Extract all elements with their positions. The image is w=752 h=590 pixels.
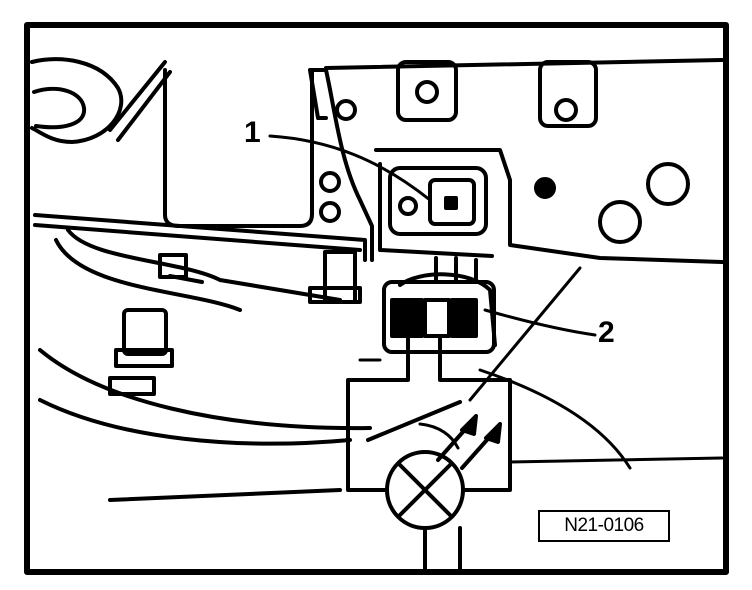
reference-code: N21-0106	[564, 515, 644, 536]
mount-stem	[158, 250, 362, 304]
brake-light-switch	[378, 162, 494, 258]
callout-label-2: 2	[598, 316, 615, 349]
callout-line-1	[268, 134, 432, 202]
body-panel	[33, 58, 724, 264]
test-lamp-circuit	[346, 334, 512, 574]
callout-line-2	[483, 308, 597, 337]
reference-code-box: N21-0106	[538, 510, 670, 542]
panel-cutouts	[396, 60, 598, 128]
callout-label-1: 1	[244, 116, 261, 149]
panel-holes	[319, 80, 690, 244]
hook-bracket	[30, 57, 172, 144]
figure-frame	[24, 22, 729, 575]
lever-arm	[38, 228, 372, 502]
light-rays-icon	[436, 414, 502, 470]
switch-blade-icon	[366, 400, 462, 442]
electrical-connector	[382, 256, 497, 354]
